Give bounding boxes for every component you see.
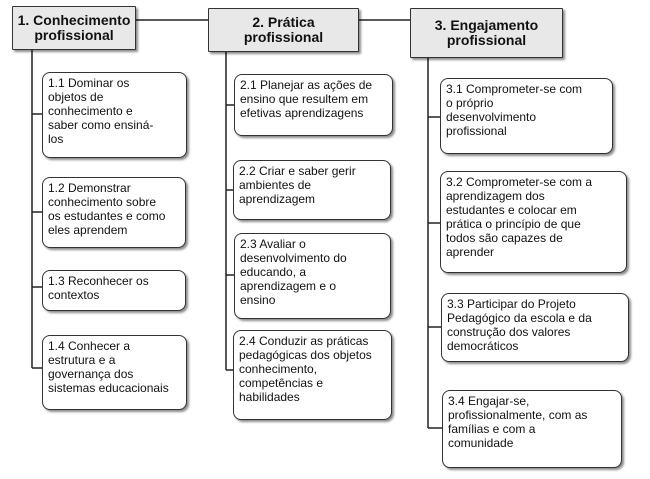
header-conhecimento-profissional: 1. Conhecimento profissional [12, 6, 136, 50]
item-3-3: 3.3 Participar do Projeto Pedagógico da … [441, 293, 629, 362]
item-3-2: 3.2 Comprometer-se com a aprendizagem do… [440, 171, 627, 273]
item-2-4: 2.4 Conduzir as práticas pedagógicas dos… [233, 330, 392, 420]
header-engajamento-profissional: 3. Engajamento profissional [410, 8, 563, 58]
item-1-2: 1.2 Demonstrar conhecimento sobre os est… [42, 177, 186, 248]
item-2-2: 2.2 Criar e saber gerir ambientes de apr… [233, 160, 391, 220]
item-1-3: 1.3 Reconhecer os contextos [42, 270, 186, 311]
item-2-1: 2.1 Planejar as ações de ensino que resu… [234, 74, 393, 136]
item-2-3: 2.3 Avaliar o desenvolvimento do educand… [234, 233, 391, 319]
header-pratica-profissional: 2. Prática profissional [208, 8, 359, 52]
item-1-4: 1.4 Conhecer a estrutura e a governança … [42, 335, 187, 410]
item-3-4: 3.4 Engajar-se, profissionalmente, com a… [442, 390, 622, 468]
item-3-1: 3.1 Comprometer-se com o próprio desenvo… [440, 78, 613, 154]
item-1-1: 1.1 Dominar os objetos de conhecimento e… [42, 72, 187, 158]
